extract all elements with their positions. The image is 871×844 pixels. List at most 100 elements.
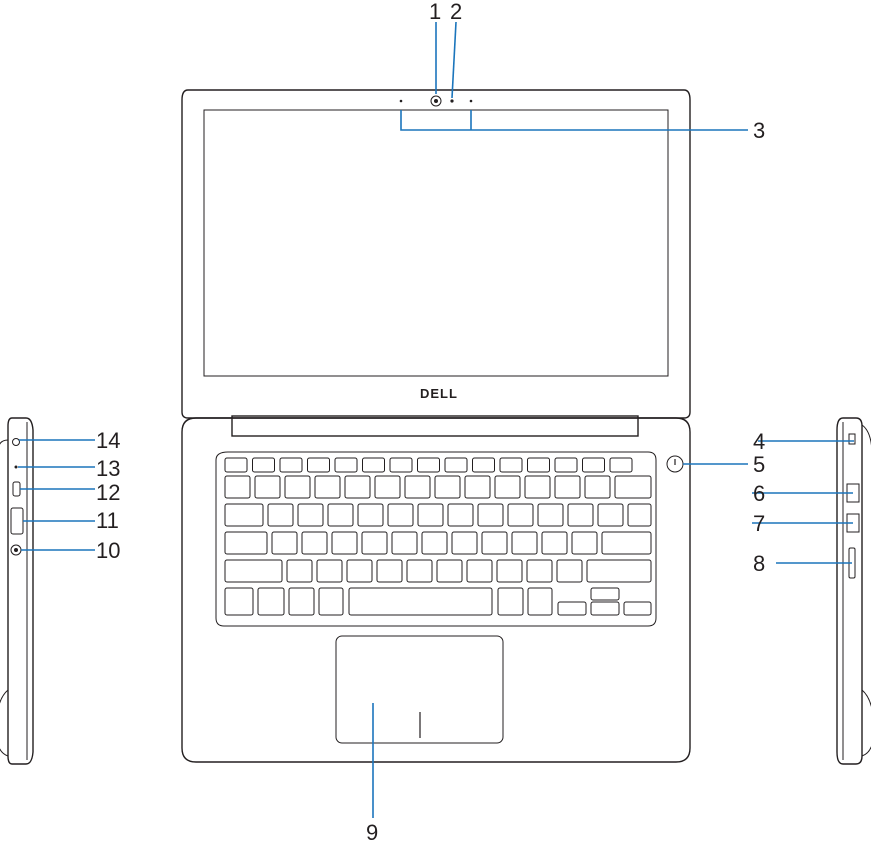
ctrl-right-key [528,588,552,615]
callout-3: 3 [753,118,765,143]
keyboard-key [302,532,327,554]
function-key [500,458,522,472]
keyboard-key [525,476,550,498]
keyboard-key [332,532,357,554]
right-side-view [837,418,871,764]
keyboard-key [407,560,432,582]
function-key [528,458,550,472]
keyboard-key [628,504,651,526]
display-screen [204,110,668,376]
keyboard-key [272,532,297,554]
keyboard-key [568,504,593,526]
leader-2 [452,22,456,98]
keyboard-key [512,532,537,554]
keyboard-key [328,504,353,526]
keyboard-key [375,476,400,498]
function-key [363,458,385,472]
function-key [418,458,440,472]
keyboard-key [287,560,312,582]
function-key [610,458,632,472]
keyboard-key [345,476,370,498]
keyboard-key [422,532,447,554]
keyboard-area [216,452,656,626]
keyboard-key [497,560,522,582]
keyboard-key [358,504,383,526]
keyboard-key [508,504,533,526]
hinge [232,416,638,436]
callout-8: 8 [753,551,765,576]
keyboard-key [405,476,430,498]
function-key [390,458,412,472]
function-key [225,458,247,472]
callout-12: 12 [96,480,120,505]
keyboard-key [298,504,323,526]
dell-logo: DELL [420,386,458,401]
keyboard [225,458,651,615]
callout-14: 14 [96,428,120,453]
tab-key [225,504,263,526]
keyboard-key [495,476,520,498]
backspace-key [615,476,651,498]
keyboard-key [542,532,567,554]
keyboard-key [435,476,460,498]
laptop-base [182,418,690,762]
function-key [583,458,605,472]
keyboard-key [467,560,492,582]
keyboard-key [465,476,490,498]
keyboard-key [255,476,280,498]
keyboard-key [388,504,413,526]
arrow-up-key [591,588,619,600]
search-key [225,532,267,554]
callout-11: 11 [96,508,119,533]
callout-5: 5 [753,452,765,477]
keyboard-key [448,504,473,526]
microphone-right [470,100,473,103]
leader-3 [401,110,748,130]
spacebar-key [349,588,492,615]
keyboard-key [392,532,417,554]
keyboard-key [478,504,503,526]
power-led-port [13,439,20,446]
battery-status-light [15,466,18,469]
alt-key [258,588,284,615]
function-key [555,458,577,472]
keyboard-key [289,588,314,615]
callout-10: 10 [96,538,120,563]
keyboard-key [347,560,372,582]
callout-2: 2 [450,0,462,24]
callout-9: 9 [366,820,378,844]
left-shift-key [225,560,282,582]
enter-key [602,532,651,554]
keyboard-key [362,532,387,554]
leader-lines [18,22,854,818]
left-side-view [0,418,33,764]
keyboard-key [572,532,597,554]
ctrl-key [225,588,253,615]
security-slot [849,434,855,444]
keyboard-key [538,504,563,526]
keyboard-key [418,504,443,526]
function-key [335,458,357,472]
keyboard-key [317,560,342,582]
keyboard-key [319,588,343,615]
keyboard-key [555,476,580,498]
function-key [308,458,330,472]
keyboard-key [557,560,582,582]
function-key [473,458,495,472]
arrow-down-key [591,602,619,615]
right-shift-key [587,560,651,582]
camera-status-light [450,99,453,102]
keyboard-key [285,476,310,498]
microphone-left [400,100,403,103]
keyboard-key [225,476,250,498]
keyboard-key [315,476,340,498]
keyboard-key [377,560,402,582]
keyboard-key [482,532,507,554]
hdmi-port [11,508,23,534]
arrow-left-key [558,602,586,615]
alt-right-key [498,588,523,615]
laptop-lid: DELL [182,90,690,418]
callout-6: 6 [753,481,765,506]
callout-7: 7 [753,511,765,536]
